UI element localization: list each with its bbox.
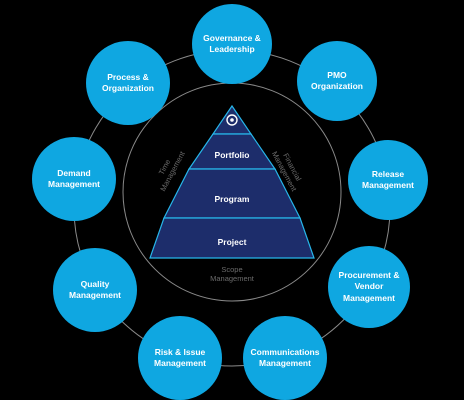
target-icon <box>226 114 238 126</box>
node-release-management: Release Management <box>348 140 428 220</box>
node-label: PMO Organization <box>311 69 363 91</box>
tier-label-program: Program <box>214 194 250 204</box>
node-label: Communications Management <box>250 346 320 368</box>
node-governance-leadership: Governance & Leadership <box>192 4 272 84</box>
node-label: Governance & Leadership <box>203 32 261 54</box>
pyramid-tier-project-shape <box>149 217 315 259</box>
node-label: Release Management <box>362 168 414 190</box>
ring-label-scope: Scope Management <box>210 265 254 284</box>
node-communications-management: Communications Management <box>243 316 327 400</box>
node-pmo-organization: PMO Organization <box>297 41 377 121</box>
node-process-organization: Process & Organization <box>86 41 170 125</box>
node-label: Risk & Issue Management <box>154 346 206 368</box>
node-risk-issue-management: Risk & Issue Management <box>138 316 222 400</box>
tier-label-portfolio: Portfolio <box>214 150 250 160</box>
node-label: Quality Management <box>69 278 121 300</box>
node-label: Process & Organization <box>102 71 154 93</box>
node-label: Procurement & Vendor Management <box>338 270 400 303</box>
node-quality-management: Quality Management <box>53 248 137 332</box>
node-procurement-vendor-management: Procurement & Vendor Management <box>328 246 410 328</box>
node-label: Demand Management <box>48 167 100 189</box>
node-demand-management: Demand Management <box>32 137 116 221</box>
tier-label-project: Project <box>217 237 247 247</box>
